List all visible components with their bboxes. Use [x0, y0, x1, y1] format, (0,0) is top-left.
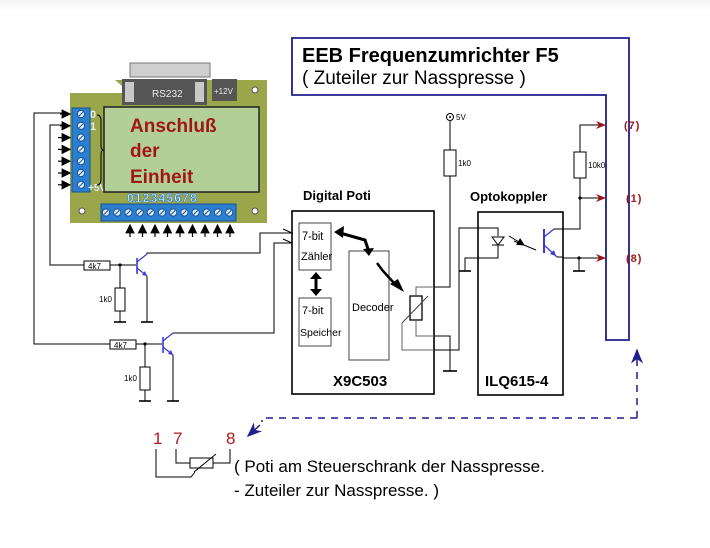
remote-poti: 1 7 8 ( Poti am Steuerschrank der Nasspr… [153, 429, 545, 500]
memory-label-1: 7-bit [302, 305, 323, 317]
supply-5v-label: 5V [456, 113, 466, 122]
dashed-link [246, 348, 643, 438]
control-arrow-icon [376, 262, 404, 292]
counter-label-2: Zähler [301, 251, 333, 263]
remote-caption-line2: - Zuteiler zur Nasspresse. ) [234, 481, 439, 500]
rs232-connector [122, 79, 207, 105]
db9-shell [129, 62, 211, 78]
title-sub: ( Zuteiler zur Nasspresse ) [302, 68, 526, 89]
resistor-1k0-1-label: 1k0 [99, 295, 112, 304]
resistor-1k0-1 [114, 287, 126, 312]
memory-label-2: Speicher [300, 327, 342, 339]
memory-block [298, 297, 332, 347]
resistor-4k7-1-label: 4k7 [88, 262, 101, 271]
transistor-2 [162, 332, 174, 356]
bottom-terminal-digits: 012345678 [127, 191, 198, 205]
terminal-label-5v: +5V [88, 183, 106, 194]
output-network: 10k0 (7) (1) (8) [563, 120, 642, 272]
overlay-line-3: Einheit [130, 167, 194, 188]
ilq615-label: ILQ615-4 [485, 373, 549, 390]
top-fade [0, 0, 710, 12]
remote-caption-line1: ( Poti am Steuerschrank der Nasspresse. [234, 457, 545, 476]
left-input-arrows [58, 109, 72, 190]
wire-terminal-1 [49, 124, 84, 266]
terminal-label-0: 0 [90, 109, 96, 121]
wire-terminal-0 [33, 112, 110, 345]
pcb-board: RS232 +12V 0 1 +5V Anschluß der Einheit … [70, 62, 267, 223]
rs232-label: RS232 [152, 89, 183, 100]
resistor-1k0-2 [139, 366, 151, 391]
resistor-1k0-supply [443, 149, 457, 177]
power-jack [212, 79, 237, 101]
optocoupler: Optokoppler ILQ615-4 [470, 189, 581, 396]
overlay-panel [103, 106, 260, 193]
x9c503-chip [291, 210, 435, 395]
title-frame: EEB Frequenzumrichter F5 ( Zuteiler zur … [291, 37, 630, 341]
resistor-10k0-label: 10k0 [588, 161, 606, 170]
output-label-7: (7) [624, 120, 640, 132]
resistor-1k0-supply-label: 1k0 [458, 159, 471, 168]
resistor-4k7-2-label: 4k7 [114, 341, 127, 350]
bottom-terminal-strip [100, 203, 237, 222]
terminal-label-1: 1 [90, 121, 96, 133]
transistor-1 [136, 253, 148, 277]
overlay-line-2: der [130, 141, 160, 162]
pin-label-1: 1 [153, 429, 162, 448]
digital-poti-heading: Digital Poti [303, 188, 371, 203]
supply-rail: 5V 1k0 [434, 113, 478, 372]
counter-label-1: 7-bit [302, 230, 324, 243]
digital-poti: Digital Poti 7-bit Zähler 7-bit Speicher… [291, 188, 444, 395]
x9c503-label: X9C503 [333, 373, 387, 390]
output-label-1: (1) [626, 193, 642, 205]
power-label: +12V [214, 87, 234, 96]
resistor-10k0 [573, 151, 587, 179]
ilq615-chip [477, 211, 564, 396]
input-stage: 4k7 1k0 4k7 1k0 [33, 112, 293, 402]
pin-label-8: 8 [226, 429, 235, 448]
bottom-input-arrows [125, 223, 235, 237]
pin-label-7: 7 [173, 429, 182, 448]
bus-arrow-icon [334, 226, 374, 256]
resistor-1k0-2-label: 1k0 [124, 374, 137, 383]
decoder-label: Decoder [352, 302, 394, 314]
double-arrow-icon [310, 272, 322, 296]
counter-block [298, 222, 332, 271]
overlay-line-1: Anschluß [130, 116, 217, 137]
output-label-8: (8) [626, 253, 642, 265]
optocoupler-heading: Optokoppler [470, 189, 547, 204]
title-main: EEB Frequenzumrichter F5 [302, 45, 559, 67]
